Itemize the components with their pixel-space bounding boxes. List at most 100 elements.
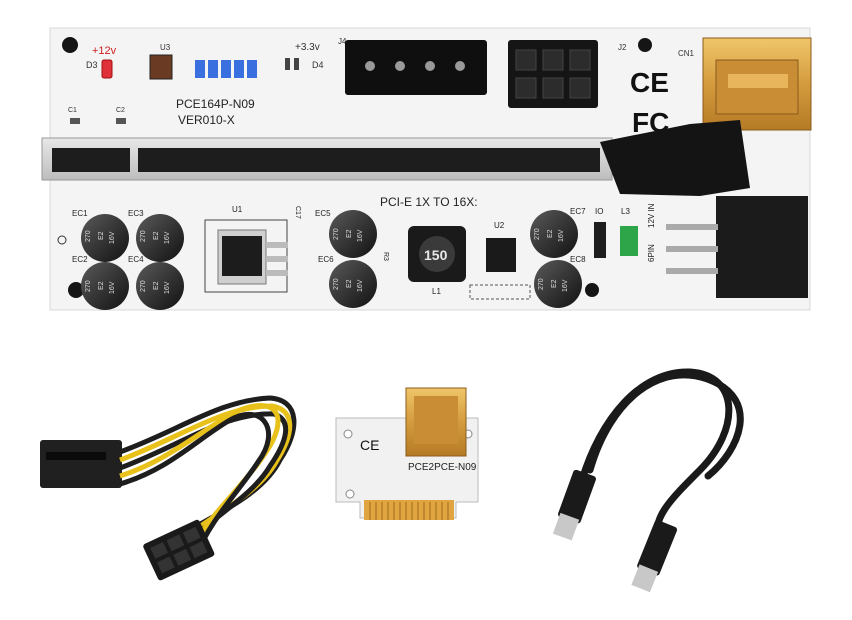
cap-text: 16V [164, 281, 171, 294]
cap-text: 16V [562, 279, 569, 292]
adapter-card: CE PCE2PCE-N09 [335, 387, 479, 520]
edge-fingers [369, 502, 449, 520]
plug-socket [182, 526, 201, 544]
cap-label: EC8 [570, 255, 586, 264]
blue-led [195, 60, 205, 78]
regulator-pin [266, 256, 288, 262]
mount-hole [62, 37, 78, 53]
cap-label: EC6 [318, 255, 334, 264]
label-33v: +3.3v [295, 42, 320, 53]
six-pin-socket [542, 49, 564, 71]
six-pin-socket [515, 77, 537, 99]
plug-body [558, 469, 596, 524]
adapter-model: PCE2PCE-N09 [408, 462, 477, 473]
sata-connector [40, 440, 122, 488]
model-line1: PCE164P-N09 [176, 97, 255, 111]
mount-hole [345, 489, 355, 499]
capacitor [329, 260, 377, 308]
cap-text: 270 [140, 230, 147, 242]
cap-label: EC1 [72, 209, 88, 218]
cap-text: 16V [357, 279, 364, 292]
six-pin-socket [542, 77, 564, 99]
capacitor [329, 210, 377, 258]
label-j2: J2 [618, 43, 627, 52]
label-u3: U3 [160, 43, 171, 52]
plug-socket [189, 541, 208, 559]
green-part [620, 226, 638, 256]
six-pin-socket [515, 49, 537, 71]
connector-pin [666, 268, 718, 274]
cap-text: 270 [333, 228, 340, 240]
capacitor [534, 260, 582, 308]
capacitor-ec3: EC3 270 E2 16V [128, 209, 184, 262]
pcie-slot-long [138, 148, 600, 172]
cap-text: 270 [85, 230, 92, 242]
cap-text: 16V [109, 281, 116, 294]
sata-cable [40, 395, 297, 581]
connector-pin [666, 246, 718, 252]
capacitor-ec2: EC2 270 E2 16V [72, 255, 129, 310]
six-pin-socket [569, 77, 591, 99]
plug-socket [166, 534, 185, 552]
mount-hole [638, 38, 652, 52]
cap-text: E2 [98, 281, 105, 290]
cap-text: E2 [547, 229, 554, 238]
connector-pin [666, 224, 718, 230]
capacitor [136, 214, 184, 262]
capacitor-ec4: EC4 270 E2 16V [128, 255, 184, 310]
blue-led [221, 60, 231, 78]
capacitor [136, 262, 184, 310]
capacitor-ec1: EC1 270 E2 16V [72, 209, 129, 262]
smd-part [70, 118, 80, 124]
capacitor-ec8: EC8 270 E2 16V [534, 255, 586, 308]
label-12v: +12v [92, 45, 117, 57]
wire-black [119, 411, 271, 557]
cap-text: 16V [357, 229, 364, 242]
inductor-core [419, 236, 455, 272]
label-u1: U1 [232, 205, 243, 214]
cap-text: 16V [109, 231, 116, 244]
regulator-pin [266, 242, 288, 248]
label-r3: R3 [382, 252, 389, 261]
mount-hole [68, 282, 84, 298]
capacitor [530, 210, 578, 258]
plug-socket [150, 542, 168, 559]
usb-cable [552, 368, 744, 593]
smd-part [294, 58, 299, 70]
usb-cable-wire [586, 371, 744, 480]
cap-text: 16V [558, 229, 565, 242]
regulator-chip [222, 236, 262, 276]
blue-led [208, 60, 218, 78]
molex-connector [345, 40, 487, 95]
wire-black [119, 411, 289, 550]
cap-text: 270 [85, 280, 92, 292]
label-6pin: 6PIN [647, 244, 656, 262]
label-j4: J4 [338, 37, 347, 46]
capacitor [81, 262, 129, 310]
blue-led [247, 60, 257, 78]
cap-label: EC4 [128, 255, 144, 264]
cap-text: E2 [98, 231, 105, 240]
mount-hole [57, 235, 67, 245]
molex-pin [455, 61, 465, 71]
label-l1: L1 [432, 287, 441, 296]
smd-part [285, 58, 290, 70]
capacitor-ec5: EC5 270 E2 16V [315, 209, 377, 258]
blue-led [234, 60, 244, 78]
cap-text: E2 [551, 279, 558, 288]
capacitor-ec6: EC6 270 E2 16V [318, 255, 377, 308]
adapter-ce: CE [360, 437, 379, 453]
fuse-part [594, 222, 606, 258]
capacitor-group: EC1 270 E2 16V EC3 270 E2 16V EC2 270 E2… [72, 207, 586, 310]
label-d4: D4 [312, 60, 324, 70]
usb-cable-end [600, 120, 750, 196]
molex-pin [395, 61, 405, 71]
ce-mark: CE [630, 67, 669, 98]
label-c17: C17 [294, 206, 301, 219]
cap-text: E2 [346, 229, 353, 238]
cap-text: E2 [346, 279, 353, 288]
red-led [101, 59, 113, 79]
cap-text: 270 [534, 228, 541, 240]
mount-hole [343, 429, 353, 439]
cap-text: 16V [164, 231, 171, 244]
